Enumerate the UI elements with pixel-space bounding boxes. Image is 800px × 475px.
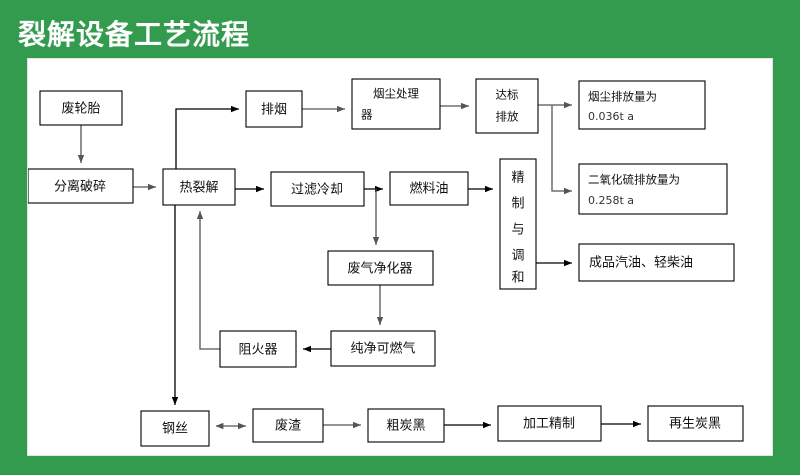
node-label: 纯净可燃气 bbox=[350, 341, 415, 357]
node-label: 分离破碎 bbox=[54, 179, 106, 195]
node-recycled-carbon-black[interactable]: 再生炭黑 bbox=[647, 405, 744, 442]
node-standard-discharge[interactable]: 达标 排放 bbox=[475, 78, 539, 134]
node-label-char1: 精 bbox=[511, 171, 524, 186]
nodes-layer: 废轮胎 分离破碎 热裂解 排烟 烟尘处理 器 bbox=[28, 78, 744, 447]
node-filter-cooling[interactable]: 过滤冷却 bbox=[270, 171, 365, 207]
edge-standard-to-so2 bbox=[551, 105, 572, 195]
node-dust-treatment-unit[interactable]: 烟尘处理 器 bbox=[351, 78, 441, 130]
node-fuel-oil[interactable]: 燃料油 bbox=[389, 171, 469, 206]
node-so2-emission-value[interactable]: 二氧化硫排放量为 0.258t a bbox=[578, 163, 728, 215]
diagram-canvas: 废轮胎 分离破碎 热裂解 排烟 烟尘处理 器 bbox=[27, 58, 773, 456]
node-label: 废渣 bbox=[275, 418, 301, 434]
node-label: 粗炭黑 bbox=[386, 419, 425, 434]
node-label: 废轮胎 bbox=[61, 101, 100, 117]
node-waste-tire[interactable]: 废轮胎 bbox=[39, 90, 123, 126]
node-steel-wire[interactable]: 钢丝 bbox=[140, 410, 210, 447]
node-label-line2: 排放 bbox=[496, 110, 519, 124]
page-header: 裂解设备工艺流程 bbox=[0, 0, 800, 58]
node-thermal-pyrolysis[interactable]: 热裂解 bbox=[162, 168, 236, 206]
node-flame-arrester[interactable]: 阻火器 bbox=[219, 330, 297, 368]
node-sublabel: 0.258t a bbox=[588, 194, 634, 207]
edge-arrester-to-pyrolysis bbox=[196, 211, 220, 350]
node-label-char5: 和 bbox=[511, 271, 524, 286]
node-label: 钢丝 bbox=[162, 422, 188, 437]
node-finished-gasoline-diesel[interactable]: 成品汽油、轻柴油 bbox=[578, 243, 735, 282]
node-refining-blending[interactable]: 精 制 与 调 和 bbox=[499, 158, 537, 290]
node-label: 阻火器 bbox=[238, 343, 277, 358]
node-exhaust-smoke[interactable]: 排烟 bbox=[245, 90, 303, 128]
node-label: 加工精制 bbox=[523, 417, 575, 432]
edge-pyrolysis-to-exhaust bbox=[175, 105, 239, 169]
node-label-char2: 制 bbox=[511, 197, 524, 212]
node-label: 燃料油 bbox=[409, 181, 448, 197]
node-label-char3: 与 bbox=[511, 223, 524, 238]
node-label: 再生炭黑 bbox=[669, 417, 721, 432]
node-label: 废气净化器 bbox=[347, 261, 412, 277]
node-clean-combustible-gas[interactable]: 纯净可燃气 bbox=[330, 330, 436, 367]
node-label-line1: 烟尘处理 bbox=[373, 87, 419, 101]
edges-layer bbox=[77, 101, 641, 430]
node-slag[interactable]: 废渣 bbox=[252, 408, 324, 443]
node-crude-carbon-black[interactable]: 粗炭黑 bbox=[367, 408, 445, 443]
node-label: 过滤冷却 bbox=[291, 183, 343, 198]
node-dust-emission-value[interactable]: 烟尘排放量为 0.036t a bbox=[578, 80, 706, 130]
node-waste-gas-purifier[interactable]: 废气净化器 bbox=[327, 250, 434, 286]
node-label: 热裂解 bbox=[179, 181, 218, 196]
node-label-line1: 达标 bbox=[496, 88, 519, 102]
node-label: 二氧化硫排放量为 bbox=[588, 173, 680, 187]
node-label: 成品汽油、轻柴油 bbox=[589, 256, 693, 271]
node-label-char4: 调 bbox=[511, 249, 524, 264]
flowchart-svg: 废轮胎 分离破碎 热裂解 排烟 烟尘处理 器 bbox=[28, 78, 744, 447]
node-label: 排烟 bbox=[261, 103, 287, 118]
node-sublabel: 0.036t a bbox=[588, 110, 634, 123]
node-label: 烟尘排放量为 bbox=[588, 90, 657, 104]
page-title: 裂解设备工艺流程 bbox=[18, 18, 251, 51]
node-label-line2: 器 bbox=[361, 108, 373, 122]
node-processing-refining[interactable]: 加工精制 bbox=[497, 405, 602, 442]
node-separation-crushing[interactable]: 分离破碎 bbox=[28, 168, 134, 204]
